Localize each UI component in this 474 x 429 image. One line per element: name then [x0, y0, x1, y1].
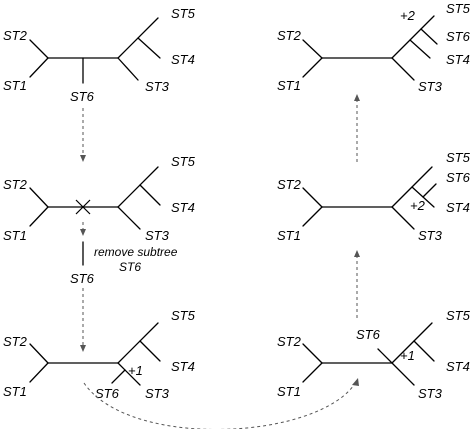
leaf-label-st4: ST4 [446, 359, 470, 374]
edge-st3 [391, 362, 415, 386]
edge-st3 [117, 206, 141, 230]
tree-bottom-right: ST2 ST1 ST5 ST4 ST3 ST6 +1 [277, 308, 471, 401]
arrow-down-2 [80, 288, 86, 352]
leaf-label-st2: ST2 [3, 334, 28, 349]
leaf-label-st1: ST1 [277, 384, 301, 399]
leaf-label-st2: ST2 [277, 28, 302, 43]
leaf-label-st4: ST4 [446, 200, 470, 215]
edge-st1 [29, 362, 49, 383]
detached-subtree: ST6 remove subtree ST6 [70, 241, 178, 286]
edge-st4 [139, 184, 161, 206]
leaf-label-st1: ST1 [277, 228, 301, 243]
edge-st3 [391, 206, 415, 230]
leaf-label-st5: ST5 [171, 154, 196, 169]
cut-mark-icon [75, 199, 91, 215]
edge-st1 [29, 57, 49, 78]
leaf-label-st6: ST6 [446, 29, 471, 44]
tree-bottom-left: ST2 ST1 ST5 ST4 ST3 ST6 +1 [3, 308, 196, 401]
edge-st2 [29, 187, 49, 208]
step-label: +2 [400, 8, 416, 23]
arrow-up-1 [354, 250, 360, 318]
leaf-label-st2: ST2 [277, 334, 302, 349]
leaf-label-st5: ST5 [446, 308, 471, 323]
edge-st4 [139, 340, 161, 362]
arrow-up-2 [354, 94, 360, 162]
edge-st2 [29, 39, 49, 59]
arrow-curve [83, 378, 359, 429]
leaf-label-st3: ST3 [145, 228, 170, 243]
leaf-label-st3: ST3 [418, 386, 443, 401]
edge-st6 [111, 369, 126, 384]
edge-st4 [409, 39, 431, 59]
leaf-label-st2: ST2 [277, 177, 302, 192]
leaf-label-st3: ST3 [145, 386, 170, 401]
edge-st6 [420, 28, 438, 45]
edge-st1 [29, 206, 49, 227]
tree-top-left: ST2 ST1 ST5 ST4 ST3 ST6 [3, 6, 196, 104]
edge-st2 [302, 343, 323, 364]
leaf-label-st5: ST5 [446, 150, 471, 165]
leaf-label-st5: ST5 [446, 1, 471, 16]
leaf-label-st4: ST4 [171, 52, 195, 67]
tree-top-right: ST2 ST1 ST5 ST6 ST4 ST3 +2 [277, 1, 471, 94]
edge-st3 [117, 57, 139, 81]
edge-st5 [117, 322, 159, 364]
edge-st1 [302, 57, 323, 78]
leaf-label-st1: ST1 [3, 384, 27, 399]
arrow-down-detach [80, 222, 86, 236]
edge-st6 [377, 348, 393, 364]
edge-st2 [302, 39, 323, 59]
tree-middle-right: ST2 ST1 ST5 ST4 ST6 ST3 +2 [277, 150, 471, 243]
leaf-label-st3: ST3 [418, 79, 443, 94]
leaf-label-st6: ST6 [95, 386, 120, 401]
leaf-label-st5: ST5 [171, 308, 196, 323]
leaf-label-st2: ST2 [3, 177, 28, 192]
edge-st3 [391, 57, 415, 81]
note-remove-subtree: remove subtree [94, 245, 178, 259]
edge-st5 [391, 15, 435, 59]
edge-st4 [413, 340, 435, 362]
step-label: +1 [128, 363, 143, 378]
leaf-label-st4: ST4 [171, 359, 195, 374]
edge-st2 [29, 343, 49, 364]
leaf-label-st6: ST6 [446, 170, 471, 185]
leaf-label-st3: ST3 [145, 79, 170, 94]
edge-st4 [137, 37, 161, 59]
arrow-down-1 [80, 108, 86, 162]
leaf-label-st4: ST4 [171, 200, 195, 215]
leaf-label-st6: ST6 [70, 89, 95, 104]
leaf-label-st2: ST2 [3, 28, 28, 43]
edge-st5 [391, 322, 433, 364]
edge-st3 [117, 362, 141, 386]
leaf-label-st1: ST1 [3, 78, 27, 93]
step-label: +2 [410, 198, 426, 213]
leaf-label-st6: ST6 [356, 327, 381, 342]
note-subtree-name: ST6 [119, 260, 141, 274]
leaf-label-st4: ST4 [446, 52, 470, 67]
step-label: +1 [400, 348, 415, 363]
edge-st2 [302, 187, 323, 208]
edge-st6 [422, 183, 437, 198]
detached-leaf-label-st6: ST6 [70, 271, 95, 286]
tree-middle-left: ST2 ST1 ST5 ST4 ST3 [3, 154, 196, 243]
leaf-label-st1: ST1 [3, 228, 27, 243]
edge-st1 [302, 206, 323, 227]
leaf-label-st5: ST5 [171, 6, 196, 21]
edge-st1 [302, 362, 323, 383]
leaf-label-st1: ST1 [277, 78, 301, 93]
edge-st5 [117, 166, 159, 208]
leaf-label-st3: ST3 [418, 228, 443, 243]
